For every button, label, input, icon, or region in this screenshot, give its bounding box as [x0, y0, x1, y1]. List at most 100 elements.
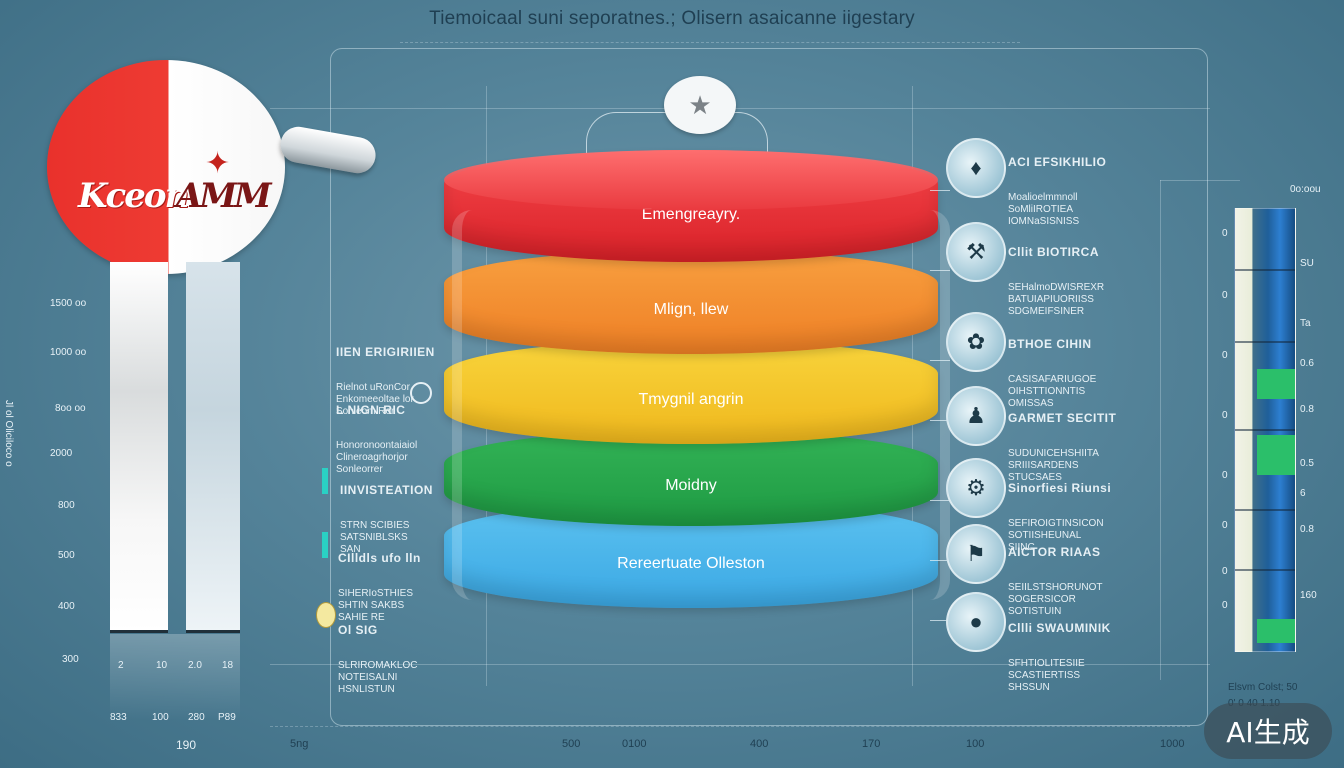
right-bar [1234, 208, 1296, 652]
annotation-heading: BTHOE CIHIN [1008, 337, 1092, 351]
page-title: Tiemoicaal suni seporatnes.; Olisern asa… [429, 8, 915, 29]
annotation-block: ACI EFSIKHILIO Moalioelmmnoll SoMliIROTI… [1008, 132, 1106, 240]
axis-tick: 0 [1222, 410, 1228, 421]
axis-tick: 100 [966, 738, 985, 750]
bar-left [110, 262, 168, 632]
connector-line [930, 360, 950, 361]
bar-stripe [1235, 269, 1295, 271]
diagram-frame [330, 48, 1208, 726]
annotation-text: Rielnot uRonCor Enkomeeoltae lor Sonleom… [336, 382, 414, 417]
axis-tick: 2000 [50, 448, 73, 459]
axis-tick: 1500 oo [50, 298, 87, 309]
connector-line [930, 620, 950, 621]
axis-tick: 0 [1222, 600, 1228, 611]
layer-label: Rereertuate Olleston [617, 555, 765, 572]
annotation-text: SFHTIOLITESIIE SCASTIERTISS SHSSUN [1008, 658, 1085, 693]
axis-tick: 0 [1222, 470, 1228, 481]
axis-label-vertical: Jl ol Oliciloco o [3, 400, 14, 467]
annotation-heading: Ol SIG [338, 623, 378, 637]
annotation-heading: GARMET SECITIT [1008, 411, 1117, 425]
map-icon: ★ [664, 76, 736, 134]
grid-line [1160, 180, 1161, 680]
connector-line [930, 420, 950, 421]
axis-tick-right: 0.6 [1300, 358, 1314, 369]
axis-tick: 0 [1222, 566, 1228, 577]
layer-label: Emengreayry. [641, 206, 741, 223]
annotation-block: IINVISTEATION STRN SCIBIES SATSNIBLSKS S… [340, 460, 433, 568]
axis-tick: 0 [1222, 228, 1228, 239]
ai-generated-badge: AI生成 [1204, 703, 1332, 759]
annotation-block: GARMET SECITIT SUDUNICEHSHIITA SRIIISARD… [1008, 388, 1116, 496]
annotation-heading: Cllli SWAUMINIK [1008, 621, 1111, 635]
bar-label: 2 [118, 660, 124, 671]
annotation-heading: L NIGN RIC [336, 403, 406, 417]
annotation-block: L NIGN RIC Honoronoontaiaiol Clineroagrh… [336, 380, 417, 488]
bar-stripe [1235, 509, 1295, 511]
connector-line [930, 560, 950, 561]
annotation-text: SEIILSTSHORUNOT SOGERSICOR SOTISTUIN [1008, 582, 1103, 617]
title-underline [400, 42, 1020, 43]
bird-icon: ✦ [205, 147, 231, 180]
bar-footer: 100 [152, 712, 169, 723]
annotation-text: CASISAFARIUGOE OIHSTTIONNTIS OMISSAS [1008, 374, 1097, 409]
annotation-text: SUDUNICEHSHIITA SRIIISARDENS STUCSAES [1008, 448, 1099, 483]
logo-circle [47, 60, 285, 274]
connector-line [930, 500, 950, 501]
connector-line [930, 270, 950, 271]
annotation-heading: Cllit BIOTIRCA [1008, 245, 1099, 259]
annotation-text: STRN SCIBIES SATSNIBLSKS SAN [340, 520, 410, 555]
axis-tick: 400 [58, 601, 75, 612]
axis-tick: 500 [562, 738, 581, 750]
person-icon: ♟ [946, 386, 1006, 446]
annotation-heading: IIEN ERIGIRIIEN [336, 345, 435, 359]
layer-2: Mlign, llew [444, 250, 938, 354]
annotation-text: Moalioelmmnoll SoMliIROTIEA IOMNaSISNISS [1008, 192, 1080, 227]
layer-label: Mlign, llew [653, 301, 729, 318]
axis-tick: 170 [862, 738, 881, 750]
bar-stripe [1235, 429, 1295, 431]
layer-cap [444, 150, 938, 210]
bar-segment [1257, 369, 1295, 399]
connector-line [930, 190, 950, 191]
axis-tick: 1000 [1160, 738, 1185, 750]
axis-tick: 0 [1222, 350, 1228, 361]
grid-line [1160, 180, 1240, 181]
axis-tick: 0 [1222, 520, 1228, 531]
axis-tick-right: 0.8 [1300, 524, 1314, 535]
bar-base [110, 630, 168, 633]
globe-icon: ● [946, 592, 1006, 652]
annotation-heading: IINVISTEATION [340, 483, 433, 497]
annotation-block: Sinorfiesi Riunsi SEFIROIGTINSICON SOTII… [1008, 458, 1111, 566]
axis-tick: 0100 [622, 738, 647, 750]
bar-right [186, 262, 240, 632]
layer-label: Tmygnil angrin [638, 391, 744, 408]
axis-tick-right: Ta [1300, 318, 1311, 329]
flag-icon: ⚑ [946, 524, 1006, 584]
annotation-block: BTHOE CIHIN CASISAFARIUGOE OIHSTTIONNTIS… [1008, 314, 1096, 422]
annotation-block: Cllit BIOTIRCA SEHalmoDWISREXR BATUIAPIU… [1008, 222, 1104, 330]
bar-stripe [1235, 341, 1295, 343]
marker-icon [322, 532, 328, 558]
tools-icon: ⚒ [946, 222, 1006, 282]
axis-tick: 8oo oo [55, 403, 86, 414]
leaf-icon: ✿ [946, 312, 1006, 372]
bar-label: 10 [156, 660, 168, 671]
annotation-block: CIlldls ufo lln SIHERIoSTHIES SHTIN SAKB… [338, 528, 421, 636]
annotation-heading: AICTOR RIAAS [1008, 545, 1101, 559]
axis-footer: Elsvm Colst; 50 [1228, 682, 1298, 693]
annotation-text: SEFIROIGTINSICON SOTIISHEUNAL SIINC [1008, 518, 1104, 553]
axis-label: 0o:oou [1290, 184, 1321, 195]
axis-tick: 800 [58, 500, 75, 511]
layer-3: Tmygnil angrin [444, 340, 938, 444]
annotation-block: IIEN ERIGIRIIEN Rielnot uRonCor Enkomeeo… [336, 322, 435, 430]
bar-footer: 280 [188, 712, 205, 723]
lightbulb-icon [316, 602, 336, 628]
bar-shadow [110, 634, 240, 720]
axis-tick: 300 [62, 654, 79, 665]
logo-text: Kceon [78, 176, 189, 216]
axis-tick: 0 [1222, 290, 1228, 301]
bar-label: 18 [222, 660, 234, 671]
annotation-text: SIHERIoSTHIES SHTIN SAKBS SAHIE RE [338, 588, 414, 623]
puzzle-icon: ♦ [946, 138, 1006, 198]
annotation-heading: CIlldls ufo lln [338, 551, 421, 565]
